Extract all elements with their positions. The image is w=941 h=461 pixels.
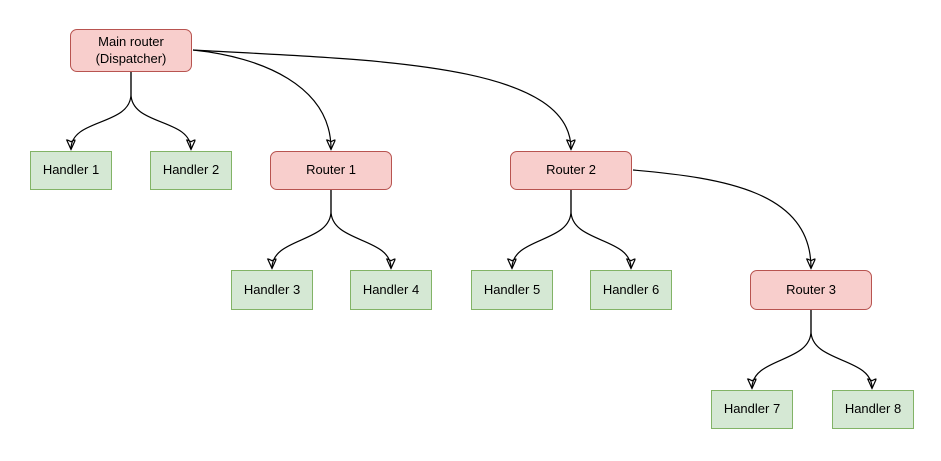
- node-router-2: Router 2: [510, 151, 632, 190]
- edge-main-router-to-router-2: [192, 49, 571, 149]
- edge-router-2-to-router-3: [632, 169, 811, 268]
- node-router-3: Router 3: [750, 270, 872, 310]
- edge-main-router-to-handler-1: [71, 72, 132, 149]
- node-handler-8: Handler 8: [832, 390, 914, 429]
- edge-router-3-to-handler-8: [810, 310, 872, 388]
- node-handler-5: Handler 5: [471, 270, 553, 310]
- node-handler-2: Handler 2: [150, 151, 232, 190]
- edge-router-2-to-handler-6: [570, 190, 631, 268]
- node-router-1: Router 1: [270, 151, 392, 190]
- edge-router-1-to-handler-3: [272, 190, 332, 268]
- node-main-router: Main router (Dispatcher): [70, 29, 192, 72]
- edge-router-1-to-handler-4: [330, 190, 391, 268]
- node-handler-4: Handler 4: [350, 270, 432, 310]
- edge-main-router-to-router-1: [192, 49, 331, 149]
- node-handler-3: Handler 3: [231, 270, 313, 310]
- edge-router-2-to-handler-5: [512, 190, 572, 268]
- node-handler-6: Handler 6: [590, 270, 672, 310]
- edge-router-3-to-handler-7: [752, 310, 812, 388]
- edge-main-router-to-handler-2: [130, 72, 191, 149]
- node-handler-1: Handler 1: [30, 151, 112, 190]
- node-handler-7: Handler 7: [711, 390, 793, 429]
